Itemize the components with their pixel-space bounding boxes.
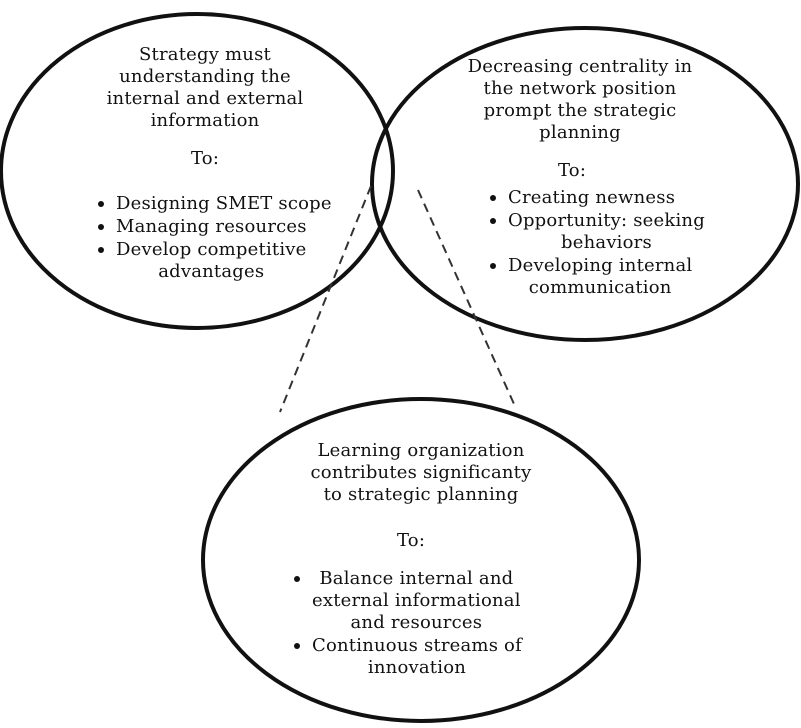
strategy-circle (0, 12, 395, 330)
learning-heading-line: contributes significanty (310, 462, 532, 483)
strategy-bullet-item: Designing SMET scope (96, 193, 366, 215)
network-heading-line: planning (539, 122, 621, 143)
bullet-text: Opportunity: seeking behaviors (508, 210, 705, 254)
bullet-text-line: external informational (312, 590, 521, 611)
strategy-to-label: To: (191, 148, 220, 169)
learning-bullet-item: Balance internal and external informatio… (292, 568, 572, 634)
bullet-text-line: innovation (367, 657, 467, 678)
bullet-text: Continuous streams of innovation (312, 635, 522, 679)
right-dashed-connector (417, 189, 515, 405)
strategy-heading-line: understanding the (119, 66, 291, 87)
network-bullet-item: Opportunity: seeking behaviors (488, 210, 748, 254)
bullet-text: Develop competitive advantages (116, 239, 307, 283)
bullet-text: Creating newness (508, 187, 676, 208)
network-bullet-item: Creating newness (488, 187, 748, 209)
learning-heading-line: to strategic planning (323, 484, 519, 505)
strategy-bullet-item: Develop competitive advantages (96, 239, 366, 283)
bullet-text-line: behaviors (561, 232, 652, 253)
strategy-heading: Strategy must understanding the internal… (90, 44, 320, 132)
network-bullet-item: Developing internal communication (488, 255, 748, 299)
network-heading: Decreasing centrality in the network pos… (450, 56, 710, 144)
learning-to-label: To: (397, 530, 426, 551)
learning-circle (201, 397, 641, 723)
bullet-text-line: and resources (350, 612, 483, 633)
learning-heading: Learning organization contributes signif… (296, 440, 546, 506)
strategy-heading-line: internal and external (106, 88, 304, 109)
strategy-heading-line: Strategy must (139, 44, 271, 65)
bullet-text: Managing resources (116, 216, 307, 237)
network-to-label: To: (558, 160, 587, 181)
left-dashed-connector (279, 185, 372, 413)
bullet-text-line: Continuous streams of (312, 635, 522, 656)
strategy-bullet-list: Designing SMET scope Managing resources … (96, 193, 366, 284)
network-heading-line: prompt the strategic (483, 100, 677, 121)
learning-heading-line: Learning organization (317, 440, 525, 461)
network-heading-line: Decreasing centrality in (467, 56, 693, 77)
learning-bullet-item: Continuous streams of innovation (292, 635, 572, 679)
bullet-text-line: Opportunity: seeking (508, 210, 705, 231)
bullet-text: Developing internal communication (508, 255, 692, 299)
bullet-text-line: Developing internal (508, 255, 693, 276)
bullet-text: Designing SMET scope (116, 193, 332, 214)
bullet-text-line: Balance internal and (319, 568, 514, 589)
strategy-heading-line: information (150, 110, 260, 131)
learning-bullet-list: Balance internal and external informatio… (292, 568, 572, 680)
strategy-bullet-item: Managing resources (96, 216, 366, 238)
bullet-text-line: communication (528, 277, 672, 298)
bullet-text-line: advantages (158, 261, 265, 282)
network-circle (370, 26, 800, 342)
bullet-text: Balance internal and external informatio… (312, 568, 521, 634)
network-heading-line: the network position (483, 78, 677, 99)
network-bullet-list: Creating newness Opportunity: seeking be… (488, 187, 748, 300)
bullet-text-line: Develop competitive (116, 239, 307, 260)
